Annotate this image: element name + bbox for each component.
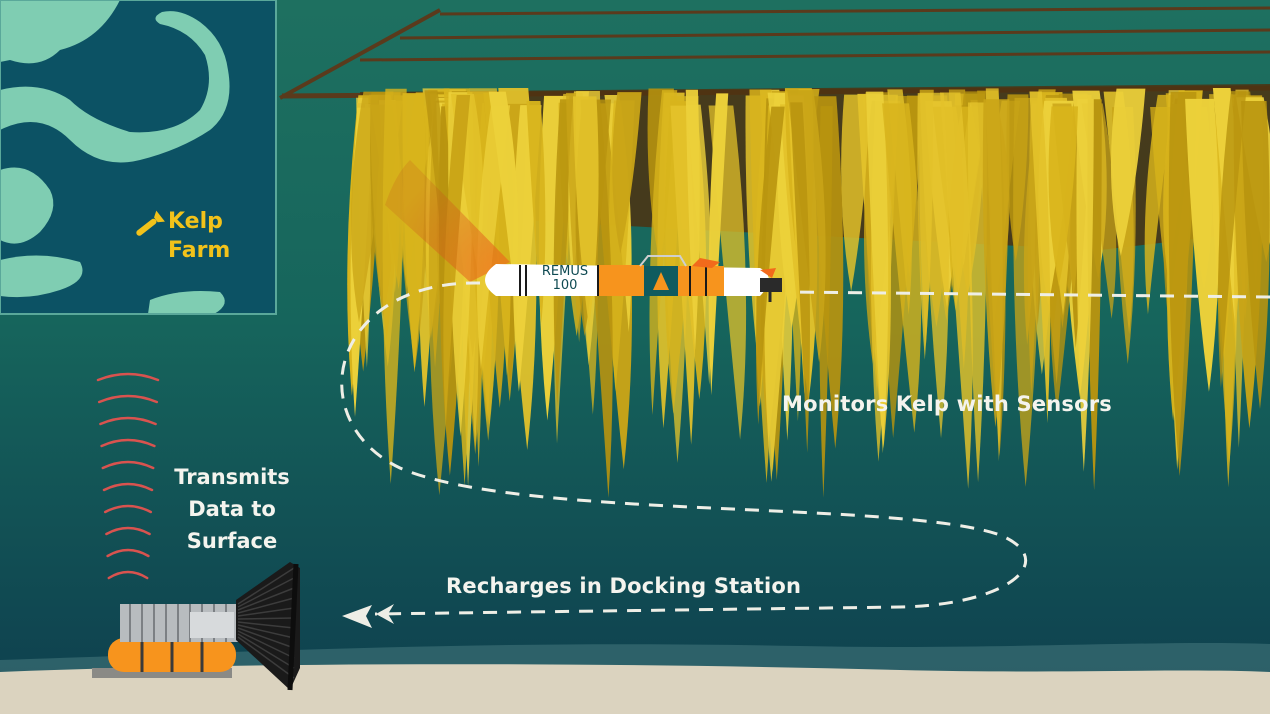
vehicle-name-line1: REMUS [533,265,597,279]
monitors-label: Monitors Kelp with Sensors [782,392,1112,416]
kelp-farm-map-label: Kelp Farm [168,207,230,265]
kelp-farm-label-line2: Farm [168,236,230,265]
transmits-line1: Transmits [152,461,312,493]
recharges-label: Recharges in Docking Station [446,574,801,598]
funnel-rib [238,618,294,619]
transmits-line2: Data to [152,493,312,525]
transmits-label: Transmits Data to Surface [152,461,312,557]
kelp-farm-label-line1: Kelp [168,207,230,236]
transmits-line3: Surface [152,525,312,557]
inset-map [0,0,276,314]
vehicle-name-label: REMUS 100 [533,265,597,293]
vehicle-name-line2: 100 [533,279,597,293]
